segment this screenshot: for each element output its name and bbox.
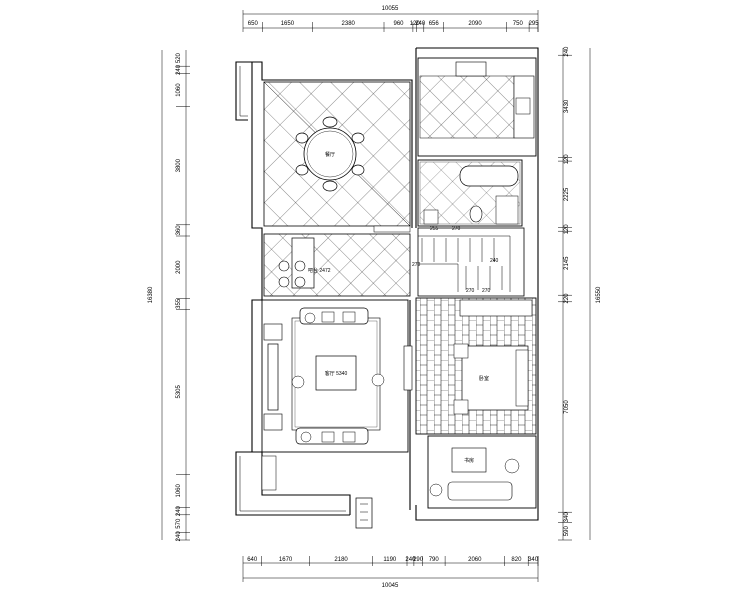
right-dimension-segment-5: 120 xyxy=(564,224,570,235)
top-overall-dimension: 10055 xyxy=(382,6,399,12)
balcony-lower xyxy=(261,455,373,529)
bedroom: 卧室 xyxy=(415,297,537,435)
kitchen xyxy=(417,57,537,157)
sofa-top xyxy=(299,307,369,325)
left-dimension-segment-8: 5305 xyxy=(176,384,182,398)
right-dimension-chain: 16550 240 3430 120 2225 120 2145 220 7050 340 590 xyxy=(558,46,602,541)
right-dimension-segment-2: 3430 xyxy=(564,99,570,113)
dining-room: 餐厅 xyxy=(263,81,411,227)
exterior-walls xyxy=(235,47,539,521)
left-dimension-segment-12: 240 xyxy=(176,531,182,542)
stair-label-4: 270 xyxy=(412,262,421,268)
stair-label-2: 270 xyxy=(452,226,461,232)
top-dimension-segment-4: 960 xyxy=(393,21,404,27)
top-dimension-segment-8: 2090 xyxy=(468,21,482,27)
stair-label-5: 270 xyxy=(466,288,475,294)
left-dimension-segment-2: 240 xyxy=(176,64,182,75)
living-room: 客厅 5340 xyxy=(261,299,413,453)
bathroom xyxy=(417,159,523,227)
dining-table xyxy=(295,116,365,192)
left-dimension-segment-4: 3800 xyxy=(176,158,182,172)
left-overall-dimension: 16380 xyxy=(148,286,154,303)
bottom-overall-dimension: 10045 xyxy=(382,583,399,589)
right-dimension-segment-4: 2225 xyxy=(564,187,570,201)
bottom-dimension-segment-3: 2180 xyxy=(334,557,348,563)
top-dimension-segment-2: 1650 xyxy=(281,21,295,27)
top-dimension-segment-3: 2380 xyxy=(342,21,356,27)
left-dimension-chain: 16380 5202401060380036020003555305106024… xyxy=(148,50,190,541)
basin xyxy=(423,209,439,225)
stair-label-6: 270 xyxy=(482,288,491,294)
stair-label-3: 240 xyxy=(490,258,499,264)
bottom-dimension-segment-10: 340 xyxy=(528,557,539,563)
right-overall-dimension: 16550 xyxy=(596,286,602,303)
coffee-table xyxy=(315,355,357,391)
left-dimension-segment-7: 355 xyxy=(176,298,182,309)
left-dimension-segment-10: 240 xyxy=(176,505,182,516)
toilet-icon xyxy=(469,205,483,223)
staircase: 255 270 240 270 270 270 xyxy=(412,226,525,297)
stair-label-1: 255 xyxy=(430,226,439,232)
top-dimension-segment-5: 120 xyxy=(410,21,421,27)
bottom-dimension-segment-2: 1670 xyxy=(279,557,293,563)
sofa-bottom xyxy=(295,427,369,445)
top-dimension-segment-6: 240 xyxy=(415,21,426,27)
bottom-dimension-segment-7: 790 xyxy=(429,557,440,563)
top-dimension-segment-1: 650 xyxy=(248,21,259,27)
left-dimension-segment-3: 1060 xyxy=(176,83,182,97)
bottom-dimension-segment-1: 640 xyxy=(247,557,258,563)
left-dimension-segment-1: 520 xyxy=(176,52,182,63)
right-dimension-segment-3: 120 xyxy=(564,154,570,165)
left-dimension-segment-5: 360 xyxy=(176,225,182,236)
right-dimension-segment-8: 7050 xyxy=(564,400,570,414)
left-dimension-segment-6: 2000 xyxy=(176,260,182,274)
wardrobe xyxy=(459,299,533,317)
top-dimension-segment-9: 750 xyxy=(513,21,524,27)
bottom-dimension-segment-6: 290 xyxy=(413,557,424,563)
study-sofa xyxy=(447,481,513,501)
bathtub xyxy=(459,165,519,187)
top-dimension-segment-10: 295 xyxy=(529,21,540,27)
desk xyxy=(451,447,487,473)
bottom-dimension-segment-8: 2060 xyxy=(468,557,482,563)
tv-cabinet xyxy=(267,343,279,411)
right-dimension-segment-6: 2145 xyxy=(564,256,570,270)
dining-room-label: 餐厅 xyxy=(325,151,335,158)
bar-area-label: 吧台 2472 xyxy=(308,267,331,274)
study: 书房 xyxy=(427,435,537,509)
right-dimension-segment-10: 590 xyxy=(564,526,570,537)
sink xyxy=(455,61,487,77)
right-dimension-segment-9: 340 xyxy=(564,512,570,523)
study-label: 书房 xyxy=(464,457,474,464)
bar-area: 吧台 2472 xyxy=(263,225,411,297)
bottom-dimension-segment-5: 240 xyxy=(405,557,416,563)
bottom-dimension-segment-4: 1190 xyxy=(383,557,397,563)
top-dimension-segment-7: 656 xyxy=(429,21,440,27)
living-room-label: 客厅 5340 xyxy=(325,370,348,377)
left-dimension-segment-11: 570 xyxy=(176,518,182,529)
bottom-dimension-segment-9: 820 xyxy=(511,557,522,563)
left-dimension-segment-9: 1060 xyxy=(176,483,182,497)
right-dimension-segment-7: 220 xyxy=(564,293,570,304)
right-dimension-segment-1: 240 xyxy=(564,46,570,57)
bedroom-label: 卧室 xyxy=(479,375,489,382)
bar-counter xyxy=(278,237,315,289)
